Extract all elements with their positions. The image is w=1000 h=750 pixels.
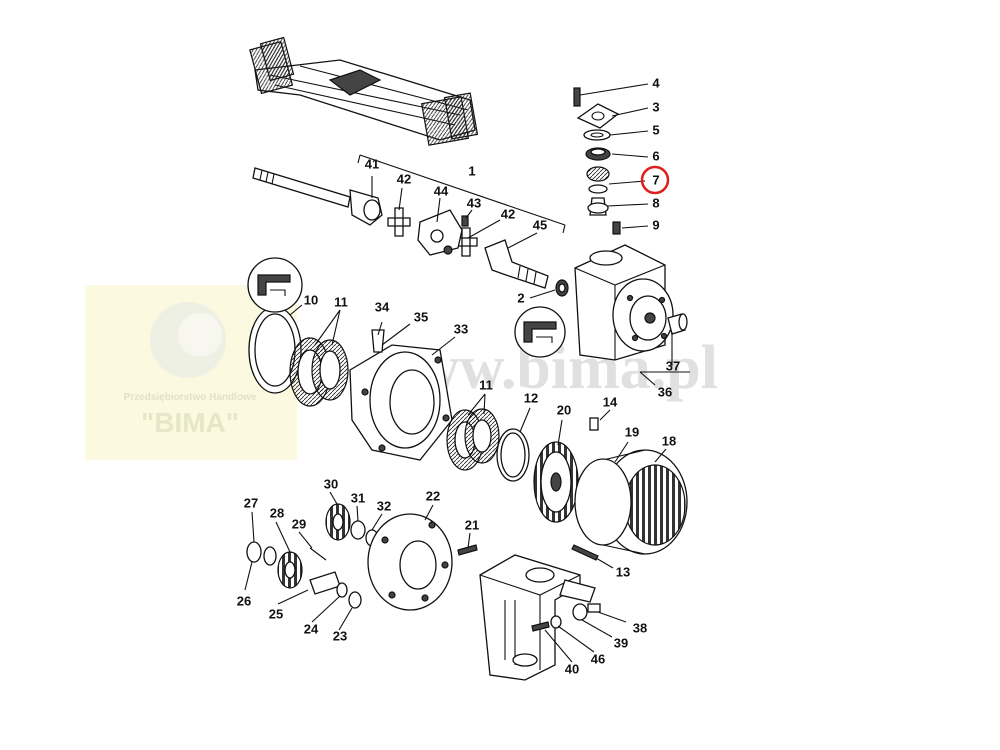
leader-lines: [244, 83, 667, 663]
part-33-wheel-hub: [349, 344, 453, 461]
part-7-taper-bearing: [586, 166, 610, 194]
callout-23: 23: [333, 628, 347, 643]
callout-24: 24: [304, 621, 319, 636]
part-22-planet-carrier: [367, 513, 453, 611]
part-36-swivel-housing: [574, 244, 674, 361]
callout-36: 36: [658, 384, 672, 399]
callout-38: 38: [633, 620, 647, 635]
callout-5: 5: [652, 122, 659, 137]
part-31-washer: [350, 520, 366, 540]
callout-45: 45: [533, 217, 547, 232]
callout-42-right: 42: [501, 206, 515, 221]
group-bracket-1: [357, 154, 566, 234]
callout-27: 27: [244, 495, 258, 510]
callout-39: 39: [614, 635, 628, 650]
callout-30: 30: [324, 476, 338, 491]
callout-46: 46: [591, 651, 605, 666]
callout-12: 12: [524, 390, 538, 405]
axle-overview-illustration: [249, 36, 479, 146]
part-12-snap-ring: [496, 428, 530, 482]
callout-37: 37: [666, 358, 680, 373]
part-6-bearing-cup: [585, 147, 611, 161]
callout-labels: 1 2 3 4 5 6 7 8 9 10 11 11 12 13 14 18 1…: [237, 75, 680, 676]
callout-25: 25: [269, 606, 283, 621]
callout-22: 22: [426, 488, 440, 503]
callout-20: 20: [557, 402, 571, 417]
callout-6: 6: [652, 148, 659, 163]
callout-28: 28: [270, 505, 284, 520]
inset-seal-section-left: [247, 257, 303, 313]
part-41-half-shaft: [252, 167, 383, 226]
callout-40: 40: [565, 661, 579, 676]
callout-31: 31: [351, 490, 365, 505]
callout-11-right: 11: [479, 377, 493, 392]
watermark-company: Przedsiębiorstwo Handlowe: [124, 392, 257, 403]
part-23-circlip: [348, 591, 362, 609]
part-14-pin: [589, 417, 599, 431]
part-44-centre-yoke: [417, 209, 463, 256]
callout-4: 4: [652, 75, 660, 90]
callout-10: 10: [304, 292, 318, 307]
part-39-bush: [572, 603, 588, 621]
callout-35: 35: [414, 309, 428, 324]
part-11-bearing-left: [289, 337, 349, 407]
part-45-stub-shaft: [484, 239, 549, 289]
inset-seal-section-right: [514, 306, 566, 358]
callout-2: 2: [517, 290, 524, 305]
part-25-planet-pin: [309, 571, 341, 595]
part-18-ring-gear: [574, 449, 688, 555]
watermark-brand: "BIMA": [141, 407, 239, 438]
group-bracket-36: [639, 371, 690, 386]
callout-7: 7: [652, 172, 659, 187]
callout-11-left: 11: [334, 294, 348, 309]
part-24-washer: [336, 582, 348, 598]
part-8-kingpin: [587, 197, 609, 216]
callout-41: 41: [365, 156, 379, 171]
highlight-ring-part-7: [640, 165, 670, 195]
part-2-seal: [555, 279, 569, 297]
part-30-planet-gear: [325, 503, 351, 541]
part-38-pin: [587, 603, 601, 613]
callout-9: 9: [652, 217, 659, 232]
part-20-planet-carrier-gear: [533, 441, 579, 523]
part-40-bolt: [531, 621, 550, 632]
callout-3: 3: [652, 99, 659, 114]
part-29-needle-roller: [309, 547, 327, 561]
part-4-bolt: [573, 87, 581, 107]
part-37-bush: [667, 313, 688, 366]
part-28-planet-gear: [277, 551, 303, 589]
callout-34: 34: [375, 299, 390, 314]
callout-29: 29: [292, 516, 306, 531]
part-21-bolt: [457, 544, 478, 556]
callout-19: 19: [625, 424, 639, 439]
watermark-logo-inner: [178, 313, 222, 357]
callout-1: 1: [468, 163, 475, 178]
callout-32: 32: [377, 498, 391, 513]
callout-26: 26: [237, 593, 251, 608]
part-3-cap: [576, 103, 620, 129]
part-46-washer: [550, 615, 562, 629]
part-43-grease-nipple: [461, 215, 469, 227]
callout-14: 14: [603, 394, 618, 409]
callout-44: 44: [434, 183, 449, 198]
part-13-bolt: [571, 544, 599, 561]
part-26-washer: [263, 546, 277, 566]
part-bracket-assembly: [479, 554, 596, 681]
part-5-shim: [583, 129, 611, 141]
callout-33: 33: [454, 321, 468, 336]
callout-42-left: 42: [397, 171, 411, 186]
callout-21: 21: [465, 517, 479, 532]
callout-13: 13: [616, 564, 630, 579]
callout-43: 43: [467, 195, 481, 210]
callout-18: 18: [662, 433, 676, 448]
callout-8: 8: [652, 195, 659, 210]
part-9-grease-nipple: [612, 221, 621, 235]
part-11-bearing-right: [446, 408, 500, 471]
part-27-circlip: [246, 541, 262, 563]
